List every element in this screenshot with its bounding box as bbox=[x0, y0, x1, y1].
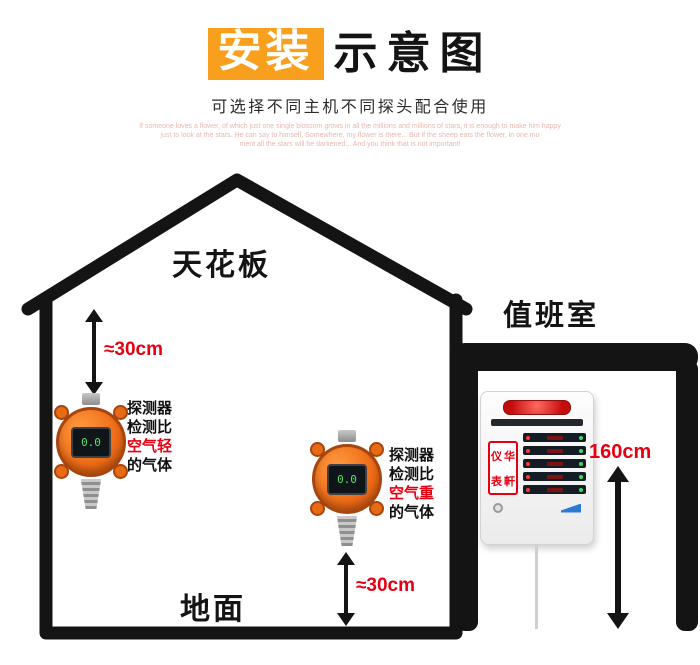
detector-lug bbox=[113, 405, 128, 420]
status-led bbox=[579, 435, 583, 440]
gas-alarm-controller: 仪 华 表 軒 bbox=[480, 391, 594, 545]
detector-lug bbox=[369, 442, 384, 457]
floor-distance-label: ≈30cm bbox=[356, 575, 416, 596]
status-led bbox=[526, 435, 530, 440]
title-rest: 示意图 bbox=[333, 29, 493, 78]
controller-title-strip bbox=[491, 419, 583, 426]
brand-char: 仪 bbox=[491, 450, 502, 463]
ceiling-distance-label: ≈30cm bbox=[104, 339, 164, 360]
detector-mount bbox=[338, 430, 356, 442]
arrow-shaft bbox=[92, 318, 96, 386]
duty-room-right-post bbox=[676, 360, 698, 631]
status-led bbox=[526, 448, 530, 453]
brand-char: 軒 bbox=[504, 475, 515, 488]
light-gas-detector-description: 探测器 检测比 空气轻 的气体 bbox=[127, 399, 172, 475]
desc-line: 检测比 bbox=[127, 419, 173, 436]
mount-height-arrow bbox=[607, 466, 629, 629]
status-led bbox=[579, 487, 583, 492]
status-led bbox=[579, 474, 583, 479]
detector-screen: 0.0 bbox=[327, 463, 367, 495]
detector-body: 0.0 bbox=[310, 442, 384, 516]
floor-distance-arrow bbox=[337, 552, 355, 626]
detector-screen: 0.0 bbox=[71, 426, 111, 458]
controller-conduit bbox=[535, 545, 538, 629]
detector-lug bbox=[310, 442, 325, 457]
heavy-gas-detector: 0.0 bbox=[310, 430, 384, 546]
controller-brand-label: 仪 华 表 軒 bbox=[488, 441, 518, 495]
decorative-line: ment all the stars will be darkened... A… bbox=[239, 141, 461, 148]
detector-sensor-cone bbox=[80, 479, 102, 509]
detector-mount bbox=[82, 393, 100, 405]
subtitle: 可选择不同主机不同探头配合使用 bbox=[211, 99, 489, 116]
channel-display bbox=[523, 485, 586, 494]
desc-line: 检测比 bbox=[389, 466, 435, 483]
light-gas-detector: 0.0 bbox=[54, 393, 128, 509]
ceiling-label: 天花板 bbox=[172, 249, 271, 282]
duty-room-left-post bbox=[456, 360, 478, 631]
desc-highlight: 空气轻 bbox=[127, 438, 173, 455]
detector-lug bbox=[369, 501, 384, 516]
desc-line: 探测器 bbox=[389, 447, 435, 464]
mount-height-label: 160cm bbox=[589, 441, 652, 463]
status-led bbox=[526, 461, 530, 466]
detector-lug bbox=[54, 464, 69, 479]
brand-char: 表 bbox=[491, 475, 502, 488]
desc-line: 的气体 bbox=[389, 504, 435, 521]
heavy-gas-detector-description: 探测器 检测比 空气重 的气体 bbox=[389, 446, 434, 522]
segment-display bbox=[546, 487, 563, 492]
controller-bottom bbox=[481, 495, 593, 513]
arrow-shaft bbox=[344, 561, 348, 617]
detector-lug bbox=[310, 501, 325, 516]
detector-lug bbox=[54, 405, 69, 420]
ceiling-distance-arrow bbox=[85, 309, 103, 395]
decorative-line: If someone loves a flower, of which just… bbox=[139, 123, 561, 130]
status-led bbox=[526, 474, 530, 479]
channel-display bbox=[523, 446, 586, 455]
status-led bbox=[579, 448, 583, 453]
controller-channel-displays bbox=[523, 431, 586, 495]
duty-room-ceiling-bar bbox=[452, 343, 698, 371]
desc-line: 的气体 bbox=[127, 457, 173, 474]
alarm-light bbox=[503, 400, 571, 415]
segment-display bbox=[546, 461, 563, 466]
status-led bbox=[526, 487, 530, 492]
page-title: 安装 示意图 bbox=[0, 28, 700, 80]
channel-display bbox=[523, 472, 586, 481]
duty-room-label: 值班室 bbox=[503, 300, 600, 332]
detector-lug bbox=[113, 464, 128, 479]
floor-label: 地面 bbox=[180, 593, 246, 626]
controller-face: 仪 华 表 軒 bbox=[488, 431, 586, 495]
desc-highlight: 空气重 bbox=[389, 485, 435, 502]
brand-logo-icon bbox=[561, 503, 581, 513]
brand-char: 华 bbox=[504, 450, 515, 463]
segment-display bbox=[546, 435, 563, 440]
desc-line: 探测器 bbox=[127, 400, 173, 417]
channel-display bbox=[523, 433, 586, 442]
detector-sensor-cone bbox=[336, 516, 358, 546]
key-lock-icon bbox=[493, 503, 503, 513]
decorative-line: just to look at the stars. He can say to… bbox=[160, 132, 540, 139]
title-highlight: 安装 bbox=[207, 28, 324, 80]
detector-body: 0.0 bbox=[54, 405, 128, 479]
channel-display bbox=[523, 459, 586, 468]
segment-display bbox=[546, 448, 563, 453]
decorative-text: If someone loves a flower, of which just… bbox=[0, 122, 700, 149]
status-led bbox=[579, 461, 583, 466]
segment-display bbox=[546, 474, 563, 479]
arrow-shaft bbox=[615, 478, 621, 617]
